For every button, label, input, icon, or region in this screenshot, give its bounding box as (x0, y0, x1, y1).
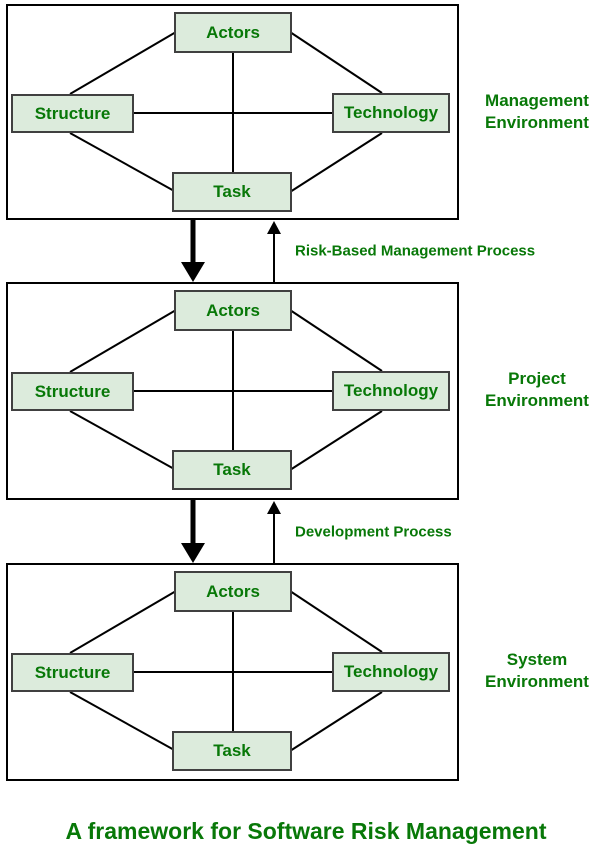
arrow-up-icon (267, 221, 281, 234)
node-structure: Structure (11, 653, 134, 692)
project-environment-label: Project Environment (485, 369, 589, 410)
arrow-down-icon (181, 543, 205, 563)
node-technology: Technology (332, 371, 450, 411)
connector-lines (69, 590, 383, 752)
connector-lines (69, 309, 383, 471)
system-environment-box: Actors Structure Technology Task (6, 563, 459, 781)
process-arrows (181, 500, 281, 563)
diagram-caption: A framework for Software Risk Management (65, 818, 547, 844)
node-actors: Actors (174, 12, 292, 53)
arrow-down-icon (181, 262, 205, 282)
management-environment-label: Management Environment (485, 91, 589, 132)
arrow-up-icon (267, 501, 281, 514)
node-structure: Structure (11, 372, 134, 411)
system-environment-label: System Environment (485, 650, 589, 691)
process-arrows (181, 220, 281, 282)
connector-lines (69, 31, 383, 193)
node-actors: Actors (174, 571, 292, 612)
node-technology: Technology (332, 652, 450, 692)
node-structure: Structure (11, 94, 134, 133)
node-task: Task (172, 450, 292, 490)
risk-based-management-process-label: Risk-Based Management Process (295, 242, 536, 260)
node-technology: Technology (332, 93, 450, 133)
management-environment-box: Actors Structure Technology Task (6, 4, 459, 220)
project-system-link: Development Process (170, 500, 590, 563)
development-process-label: Development Process (295, 523, 452, 540)
node-task: Task (172, 172, 292, 212)
node-task: Task (172, 731, 292, 771)
node-actors: Actors (174, 290, 292, 331)
management-project-link: Risk-Based Management Process (170, 220, 590, 282)
project-environment-box: Actors Structure Technology Task (6, 282, 459, 500)
